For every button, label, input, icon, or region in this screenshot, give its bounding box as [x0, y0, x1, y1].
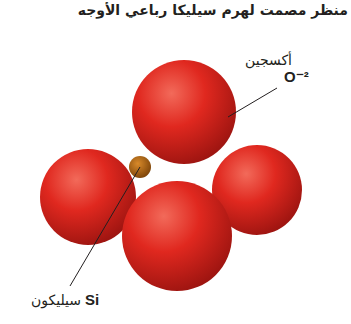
- oxygen-sphere: [40, 149, 136, 245]
- oxygen-sphere: [122, 181, 232, 291]
- figure-title: منظر مصمت لهرم سيليكا رباعي الأوجه: [78, 2, 348, 18]
- oxygen-sphere: [132, 60, 236, 164]
- leader-line: [70, 167, 140, 286]
- leader-line: [228, 88, 277, 117]
- element-symbol: Si: [85, 291, 99, 308]
- part-label: أكسجين: [245, 52, 292, 68]
- part-label: سيليكون: [31, 292, 81, 308]
- ion-symbol: O⁻²: [284, 68, 309, 85]
